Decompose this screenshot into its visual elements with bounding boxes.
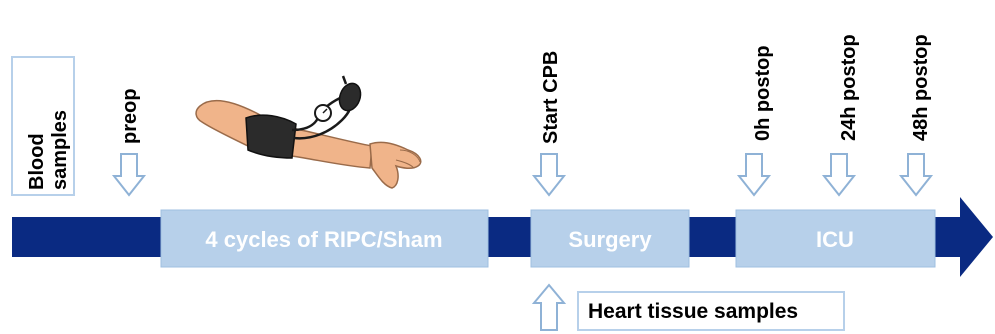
stage-ripc: 4 cycles of RIPC/Sham [160,209,489,268]
arm-bp-cuff-illustration [195,75,422,189]
timepoint-0h-postop: 0h postop [736,45,774,197]
heart-tissue-samples: Heart tissue samples [531,283,845,331]
timepoint-0h-postop-label: 0h postop [752,45,774,141]
timepoint-48h-postop: 48h postop [898,34,934,197]
bp-cuff [245,114,297,159]
timepoint-24h-postop-label: 24h postop [838,34,860,141]
stage-icu: ICU [735,209,936,268]
upper-arm [195,99,263,152]
down-arrow-icon [821,153,857,197]
heart-tissue-label: Heart tissue samples [588,300,798,323]
down-arrow-icon [736,153,772,197]
down-arrow-icon [531,153,567,197]
pump-bulb-icon [338,82,362,112]
up-arrow-icon [531,283,567,331]
timepoint-start-cpb: Start CPB [531,51,567,197]
forearm [291,127,373,169]
stage-surgery-label: Surgery [568,227,652,252]
stage-ripc-label: 4 cycles of RIPC/Sham [205,227,442,252]
blood-samples-label-line2: samples [49,110,71,190]
blood-samples-label-line1: Blood [26,133,48,190]
down-arrow-icon [111,153,147,197]
hand [369,141,422,189]
stage-surgery: Surgery [530,209,690,268]
timepoint-48h-postop-label: 48h postop [910,34,932,141]
timepoint-preop-label: preop [119,88,141,144]
timepoint-preop: preop [111,88,147,197]
down-arrow-icon [898,153,934,197]
stage-icu-label: ICU [816,227,854,252]
blood-samples-box: Blood samples [11,56,75,196]
timepoint-24h-postop: 24h postop [821,34,860,197]
timepoint-start-cpb-label: Start CPB [540,51,562,144]
